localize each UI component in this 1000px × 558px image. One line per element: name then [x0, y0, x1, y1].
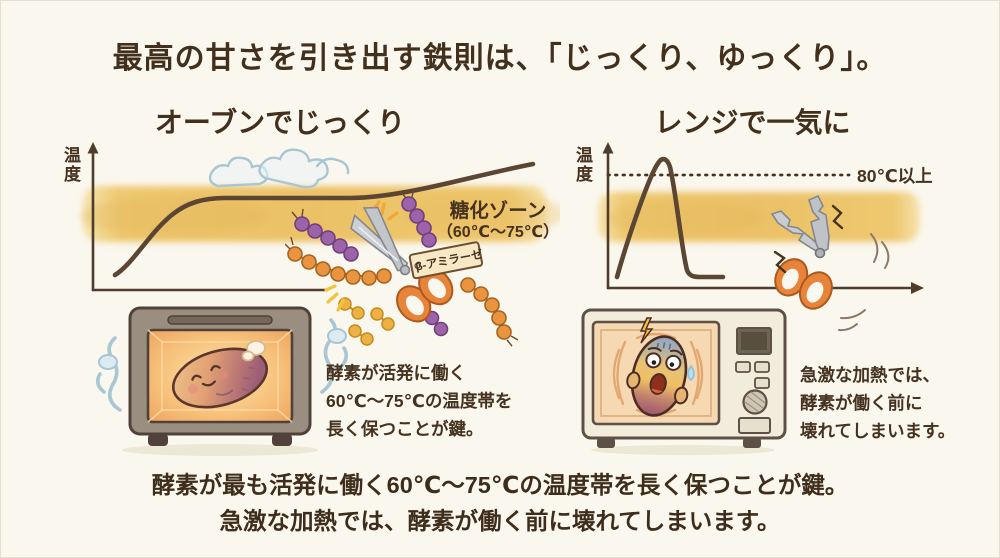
zone-label-line2: （60℃〜75℃） [437, 223, 559, 241]
loose-bead-pairs [338, 297, 395, 346]
left-y-axis-label: 温度 [61, 146, 80, 184]
panicked-sweet-potato [626, 335, 689, 417]
scissors-icon [350, 206, 454, 323]
orange-bead-chain [287, 246, 512, 340]
snip-sparkles [324, 200, 399, 312]
footer-line2: 急激な加熱では、酵素が働く前に壊れてしまいます。 [219, 508, 781, 534]
vibration-arcs [838, 233, 890, 332]
left-caption-line2: 60℃〜75℃の温度帯を [326, 391, 513, 411]
purple-bead-chain [294, 196, 449, 337]
enzyme-tag: β-アミラーゼ [408, 241, 484, 280]
microwave-waves [612, 332, 704, 416]
oven-temperature-curve [112, 161, 536, 278]
oven-icon [95, 306, 349, 456]
left-caption: 酵素が活発に働く 60℃〜75℃の温度帯を 長く保つことが鍵。 [326, 359, 512, 443]
microwave-control-panel [735, 327, 772, 434]
left-panel-heading: オーブンでじっくり [154, 107, 406, 138]
page-title: 最高の甘さを引き出す鉄則は、「じっくり、ゆっくり」。 [112, 42, 888, 75]
scissors-cutting-beads-icon: β-アミラーゼ [285, 188, 519, 347]
broken-scissors-icon [770, 194, 890, 332]
right-caption-line1: 急激な加熱では、 [800, 365, 940, 385]
steam-cloud-icon [208, 148, 350, 189]
left-caption-line3: 長く保つことが鍵。 [326, 419, 484, 439]
footer-line1: 酵素が最も活発に働く60℃〜75℃の温度帯を長く保つことが鍵。 [151, 472, 849, 498]
right-panel-heading: レンジで一気に [654, 107, 851, 138]
threshold-label: 80℃以上 [857, 166, 933, 186]
right-caption: 急激な加熱では、 酵素が働く前に 壊れてしまいます。 [800, 361, 955, 445]
sweat-drop-icon [687, 364, 695, 382]
oven-temperature-chart: 糖化ゾーン （60℃〜75℃） [80, 142, 560, 292]
right-y-axis-label: 温度 [573, 146, 592, 184]
alarm-spark-icon [639, 317, 654, 344]
microwave-temperature-chart: 80℃以上 [598, 142, 933, 294]
happy-sweet-potato [171, 347, 269, 409]
chart-axes [602, 142, 924, 294]
right-caption-line3: 壊れてしまいます。 [800, 421, 956, 441]
microwave-temperature-spike-curve [614, 156, 726, 280]
zone-label-line1: 糖化ゾーン [450, 199, 547, 222]
right-caption-line2: 酵素が働く前に [800, 393, 923, 413]
crack-marks [773, 204, 844, 274]
microwave-icon [581, 308, 787, 455]
left-caption-line1: 酵素が活発に働く [326, 363, 466, 383]
inner-steam-puff [241, 340, 266, 362]
chart-axes [87, 142, 329, 292]
